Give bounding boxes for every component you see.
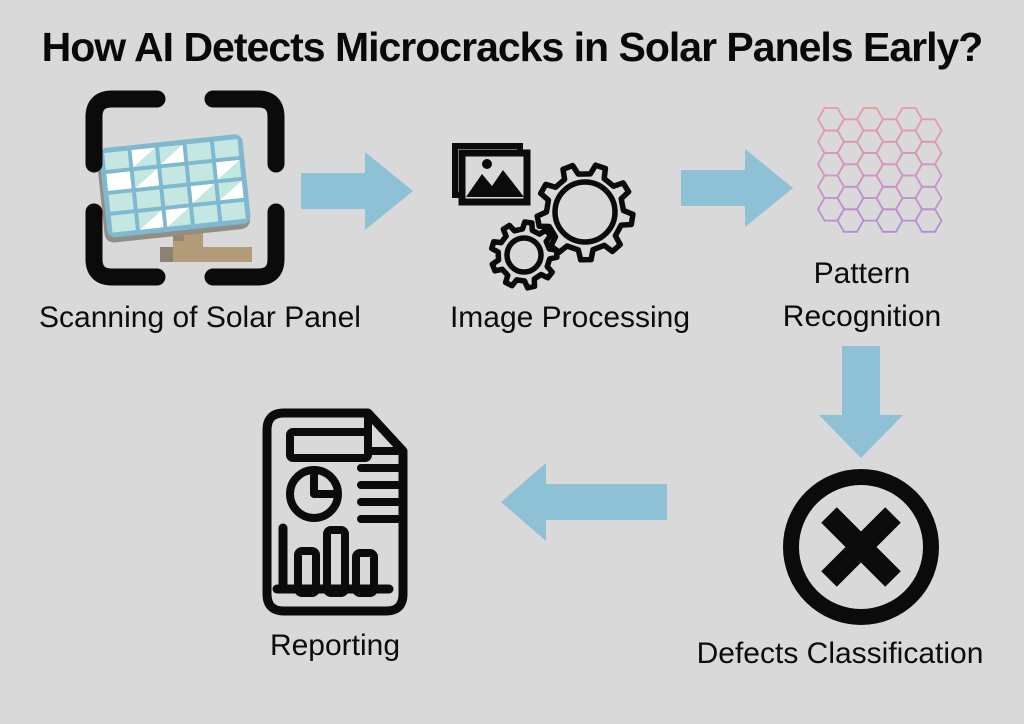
diagram-title: How AI Detects Microcracks in Solar Pane… (41, 24, 984, 70)
step-label-image-processing: Image Processing (449, 301, 691, 334)
document-outline (262, 408, 408, 616)
pie-chart-icon (286, 466, 342, 522)
report-document-icon (262, 408, 408, 616)
scan-brackets-icon (85, 90, 285, 286)
arrow-down-icon (819, 346, 903, 458)
arrow-right-icon (681, 149, 793, 227)
photos-gears-icon (452, 143, 636, 291)
photos-icon (452, 143, 531, 206)
arrow-right-icon (301, 152, 413, 230)
step-label-reporting: Reporting (269, 629, 401, 662)
report-title-bar (286, 428, 372, 462)
report-text-lines (357, 464, 402, 523)
step-label-pattern-recognition: Pattern Recognition (782, 257, 942, 333)
solar-panel (96, 134, 251, 243)
arrow-left-icon (501, 463, 667, 541)
bar-chart-icon (272, 523, 394, 597)
step-label-scanning: Scanning of Solar Panel (39, 301, 361, 334)
hexagon-mesh-icon (816, 107, 943, 233)
circle-x-icon (783, 469, 939, 625)
step-label-defects-classification: Defects Classification (696, 637, 984, 670)
scan-frame-solar-panel-icon (85, 90, 285, 286)
